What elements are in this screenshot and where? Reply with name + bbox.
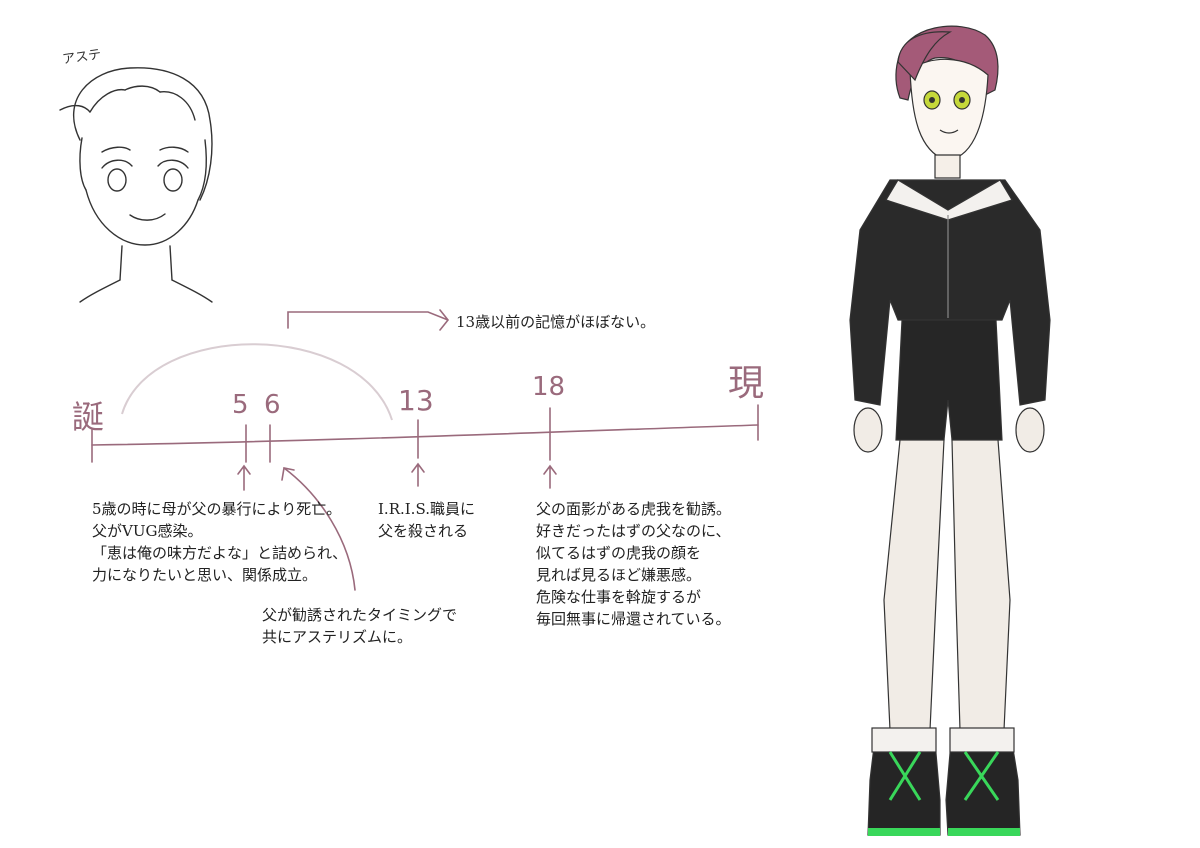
arrow-age6: [281, 467, 356, 591]
sailor-collar: [885, 179, 1013, 221]
jacket: [849, 179, 1051, 406]
arrow-age13: [411, 462, 425, 487]
note-line: 似てるはずの虎我の顔を: [536, 544, 702, 562]
note-line: 力になりたいと思い、関係成立。: [92, 566, 318, 584]
note-line: 5歳の時に母が父の暴行により死亡。: [92, 500, 342, 518]
note-line: 父の面影がある虎我を勧誘。: [536, 500, 732, 518]
timeline-start-label: 誕: [72, 398, 105, 436]
note-age18: 父の面影がある虎我を勧誘。 好きだったはずの父なのに、 似てるはずの虎我の顔を …: [536, 498, 731, 630]
note-line: 共にアステリズムに。: [262, 628, 413, 646]
note-line: 「恵は俺の味方だよな」と詰められ、: [92, 544, 348, 562]
note-line: 父が勧誘されたタイミングで: [262, 606, 458, 624]
arrow-age5: [237, 464, 251, 491]
memory-note: 13歳以前の記憶がほぼない。: [456, 313, 656, 331]
note-line: I.R.I.S.職員に: [378, 500, 475, 518]
timeline-end-label: 現: [728, 363, 765, 404]
note-line: 毎回無事に帰還されている。: [536, 610, 731, 628]
character-sketch: アステ: [20, 40, 260, 320]
note-line: 危険な仕事を斡旋するが: [536, 588, 702, 606]
arrow-age18: [543, 464, 557, 489]
memory-arc: [121, 343, 393, 421]
note-line: 見れば見るほど嫌悪感。: [536, 566, 702, 584]
face: [909, 58, 989, 161]
shorts: [895, 319, 1003, 441]
note-age6: 父が勧誘されたタイミングで 共にアステリズムに。: [262, 604, 457, 648]
sketch-face-drawing: [59, 67, 213, 303]
age-label-13: 13: [398, 384, 434, 417]
age-label-18: 18: [532, 372, 566, 402]
left-leg: [883, 439, 945, 731]
age-label-5: 5: [232, 390, 249, 420]
note-age5: 5歳の時に母が父の暴行により死亡。 父がVUG感染。 「恵は俺の味方だよな」と詰…: [92, 498, 347, 586]
memory-arrow: [287, 309, 450, 331]
note-line: 好きだったはずの父なのに、: [536, 522, 731, 540]
age-label-6: 6: [264, 390, 281, 420]
right-leg: [951, 439, 1011, 731]
timeline-axis: [91, 424, 759, 446]
note-age13: I.R.I.S.職員に 父を殺される: [378, 498, 475, 542]
note-line: 父がVUG感染。: [92, 522, 203, 540]
note-line: 父を殺される: [378, 522, 469, 540]
